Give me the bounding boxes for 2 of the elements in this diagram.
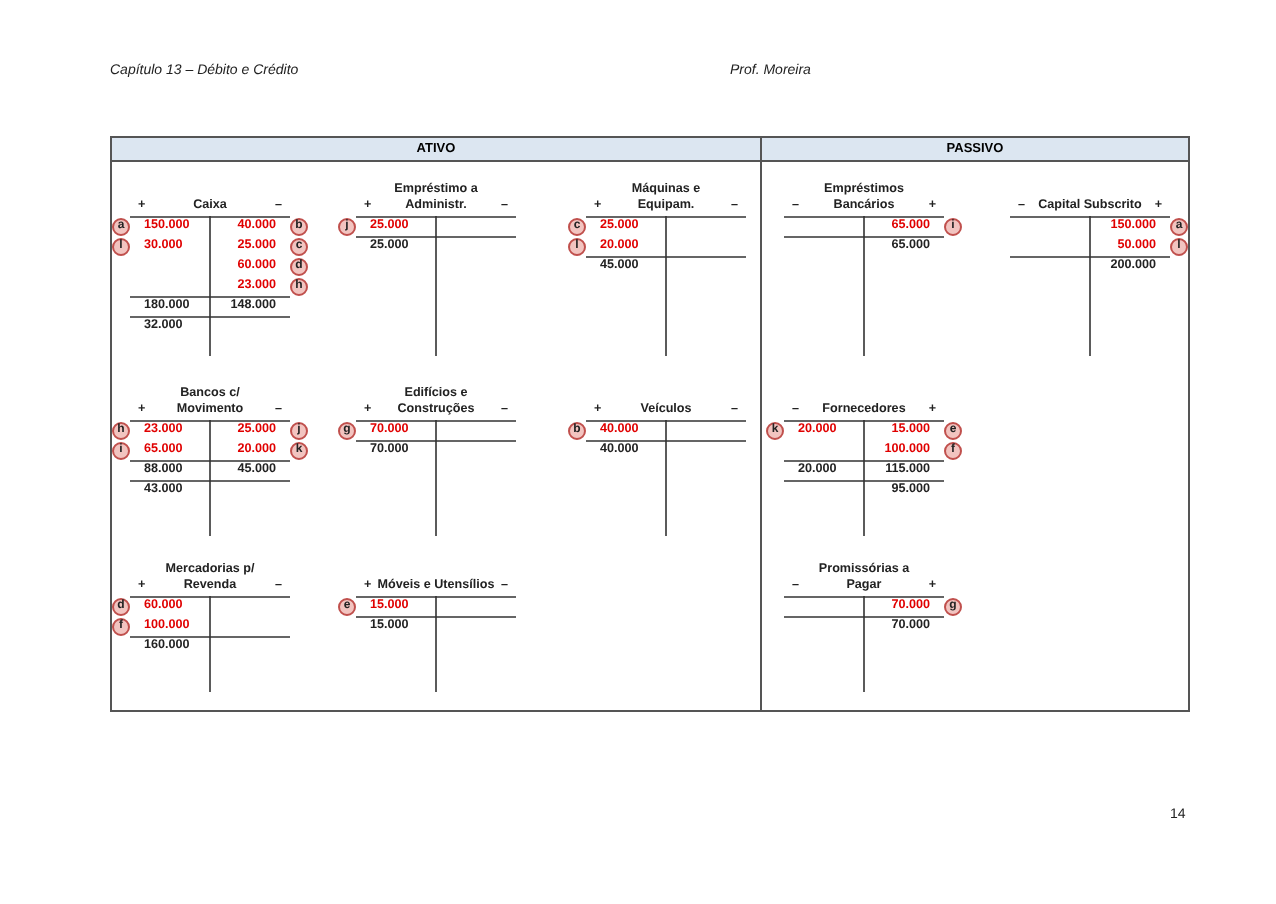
section-panel <box>110 136 762 712</box>
section-panel <box>760 136 1190 712</box>
